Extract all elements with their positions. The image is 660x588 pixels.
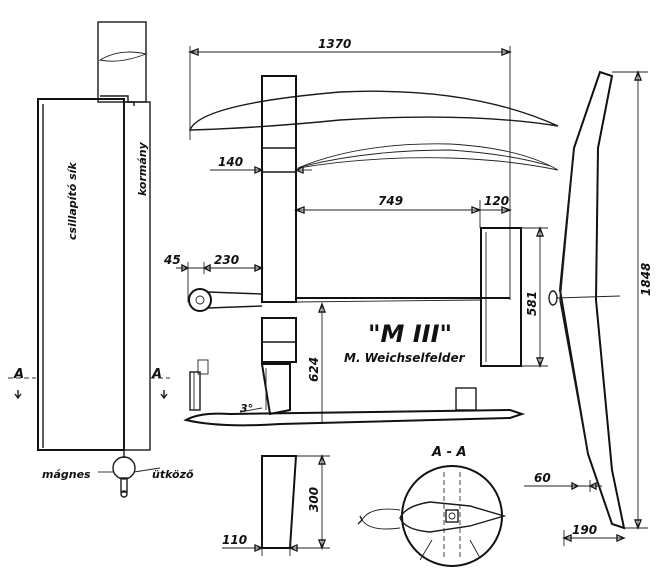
wingspan-dimension	[188, 46, 512, 300]
dim-749: 749	[378, 194, 403, 208]
dim-300: 300	[307, 487, 321, 512]
section-title: A - A	[431, 445, 467, 460]
fin-view: A A	[8, 21, 170, 498]
dim-1848: 1848	[639, 263, 653, 296]
wing-root-section	[222, 454, 330, 556]
tail-top	[480, 226, 548, 368]
dim-230: 230	[214, 253, 239, 267]
model-title: "M III"	[368, 320, 452, 348]
wing-airfoils	[188, 90, 559, 171]
dim-60: 60	[534, 471, 551, 485]
wing-planform	[261, 75, 297, 363]
incidence-angle: 3°	[240, 402, 253, 415]
section-aa-view	[357, 465, 507, 567]
stabilizer-label: csillapító sík	[66, 162, 79, 240]
magnet-label: mágnes	[42, 468, 91, 481]
section-mark-left: A	[13, 367, 24, 382]
dim-624: 624	[307, 357, 321, 382]
dim-120: 120	[484, 194, 509, 208]
dim-581: 581	[525, 291, 539, 316]
dim-190: 190	[572, 523, 597, 537]
wingspan-label: 1370	[318, 37, 351, 51]
rudder-label: kormány	[136, 141, 149, 196]
designer-name: M. Weichselfelder	[344, 351, 466, 365]
half-wing-planform	[524, 70, 648, 546]
fuselage-top	[188, 288, 510, 312]
dim-110: 110	[222, 533, 247, 547]
fuselage-side	[183, 359, 526, 427]
section-mark-right: A	[151, 367, 162, 382]
stop-label: ütköző	[152, 468, 194, 481]
dim-45: 45	[163, 253, 181, 267]
dim-140: 140	[218, 155, 243, 169]
